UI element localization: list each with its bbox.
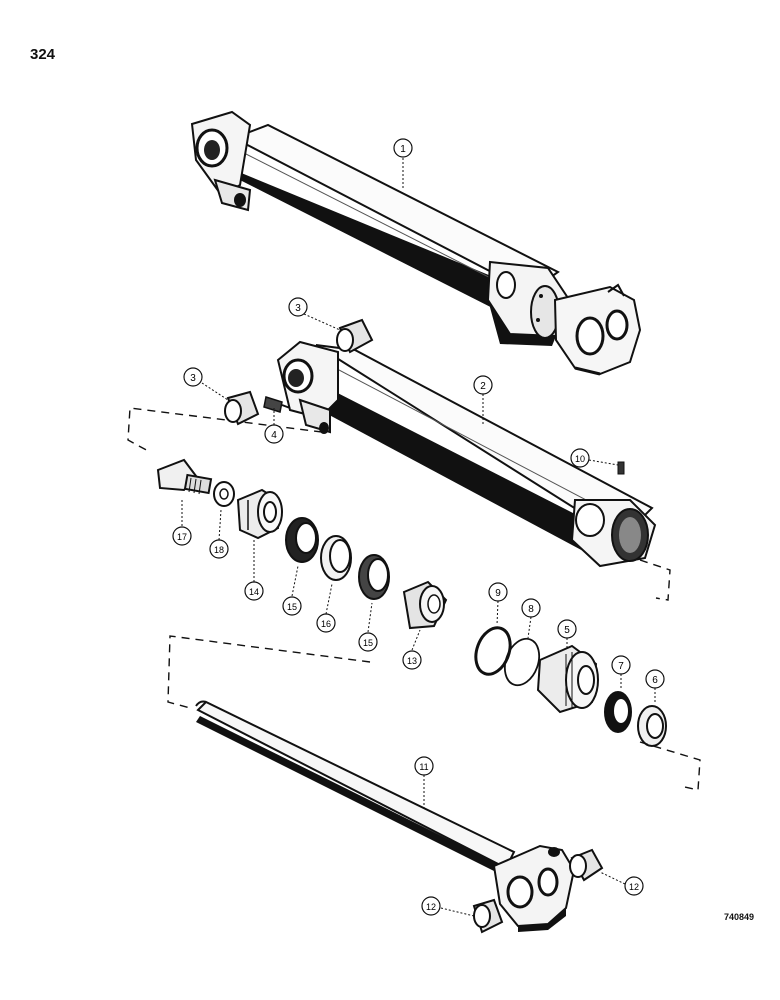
callout-4: 4 bbox=[264, 424, 284, 444]
upper-assembly-boundary-right bbox=[639, 559, 671, 601]
callout-8: 8 bbox=[521, 598, 541, 618]
callout-12-left: 12 bbox=[421, 896, 441, 916]
lower-assembly-boundary bbox=[167, 635, 371, 709]
callout-14: 14 bbox=[244, 581, 264, 601]
set-screw bbox=[617, 461, 625, 475]
callout-9-label: 9 bbox=[495, 588, 501, 599]
callout-6: 6 bbox=[645, 669, 665, 689]
callout-15-a-label: 15 bbox=[287, 602, 297, 612]
callout-3-lower-label: 3 bbox=[190, 373, 196, 384]
callout-3-lower: 3 bbox=[183, 367, 203, 387]
callout-12-left-label: 12 bbox=[426, 902, 436, 912]
callout-12-right: 12 bbox=[624, 876, 644, 896]
callout-11: 11 bbox=[414, 756, 434, 776]
wear-ring bbox=[320, 535, 352, 581]
callout-15-b-label: 15 bbox=[363, 638, 373, 648]
barrel bbox=[276, 340, 657, 568]
callout-1: 1 bbox=[393, 138, 413, 158]
callout-7: 7 bbox=[611, 655, 631, 675]
figure-code: 740849 bbox=[724, 912, 755, 922]
o-ring bbox=[474, 626, 512, 676]
backup-ring bbox=[503, 637, 541, 687]
callout-1-label: 1 bbox=[400, 144, 406, 155]
callout-4-label: 4 bbox=[271, 430, 277, 441]
rod-wiper bbox=[637, 705, 667, 747]
callout-5: 5 bbox=[557, 619, 577, 639]
assembled-cylinder bbox=[190, 110, 642, 376]
piston-rod bbox=[195, 700, 576, 932]
callout-16: 16 bbox=[316, 613, 336, 633]
callout-10-label: 10 bbox=[575, 454, 585, 464]
callout-15-a: 15 bbox=[282, 596, 302, 616]
callout-14-label: 14 bbox=[249, 587, 259, 597]
callout-8-label: 8 bbox=[528, 604, 534, 615]
callout-7-label: 7 bbox=[618, 661, 624, 672]
callout-11-label: 11 bbox=[419, 762, 428, 772]
callout-13: 13 bbox=[402, 650, 422, 670]
callout-3-upper: 3 bbox=[288, 297, 308, 317]
rod-seal bbox=[604, 691, 632, 733]
leader-lines bbox=[181, 158, 656, 917]
upper-assembly-boundary bbox=[127, 407, 323, 453]
callout-15-b: 15 bbox=[358, 632, 378, 652]
callout-9: 9 bbox=[488, 582, 508, 602]
callout-3-upper-label: 3 bbox=[295, 303, 301, 314]
callout-17-label: 17 bbox=[177, 532, 187, 542]
stop-tube bbox=[402, 580, 448, 630]
lock-washer bbox=[213, 481, 235, 507]
rod-bushing-left bbox=[472, 898, 504, 934]
callout-12-right-label: 12 bbox=[629, 882, 639, 892]
piston bbox=[236, 488, 283, 540]
callout-18: 18 bbox=[209, 539, 229, 559]
grease-fitting bbox=[263, 396, 291, 413]
callout-5-label: 5 bbox=[564, 625, 570, 636]
callout-2-label: 2 bbox=[480, 381, 486, 392]
cylinder-head bbox=[536, 644, 599, 714]
page-number: 324 bbox=[30, 46, 56, 63]
piston-seal-a bbox=[285, 517, 319, 563]
callout-6-label: 6 bbox=[652, 675, 658, 686]
callout-2: 2 bbox=[473, 375, 493, 395]
rod-bushing-right bbox=[569, 848, 604, 882]
bushing-upper bbox=[336, 318, 374, 354]
callouts: 1 2 3 3 4 5 6 7 8 9 10 11 12 12 13 14 15… bbox=[172, 138, 665, 916]
piston-bolt bbox=[156, 458, 213, 495]
callout-18-label: 18 bbox=[214, 545, 224, 555]
callout-10: 10 bbox=[570, 448, 590, 468]
lower-assembly-boundary-right bbox=[639, 741, 701, 791]
callout-17: 17 bbox=[172, 526, 192, 546]
callout-13-label: 13 bbox=[407, 656, 417, 666]
bushing-lower bbox=[224, 390, 260, 426]
callout-16-label: 16 bbox=[321, 619, 331, 629]
piston-seal-b bbox=[358, 554, 390, 600]
